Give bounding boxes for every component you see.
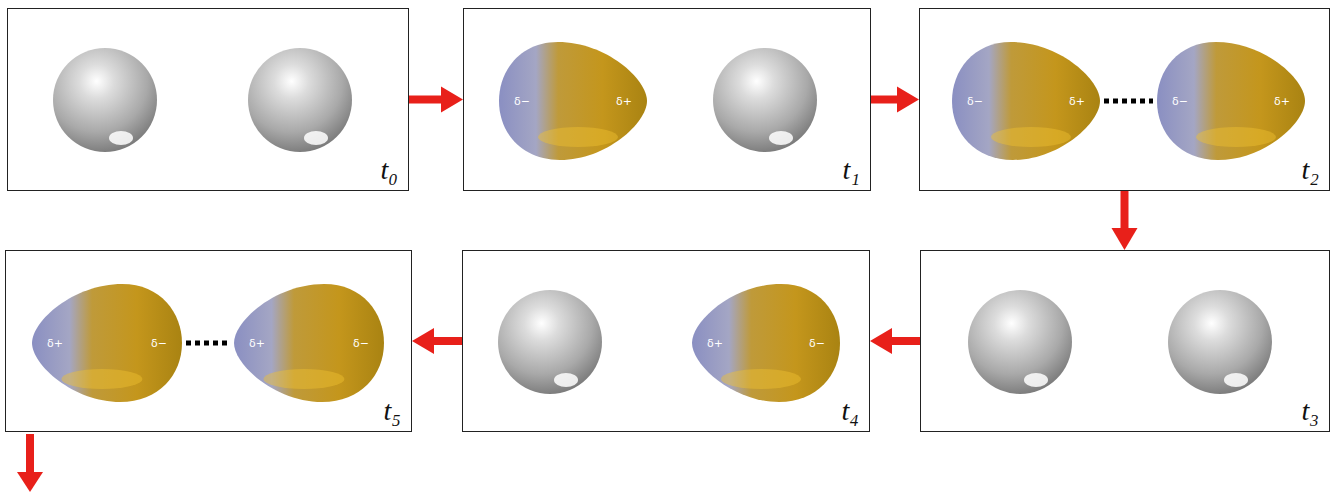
time-step-arrow [870, 328, 920, 354]
partial-charge: δ+ [707, 338, 723, 349]
dipole-attraction [1104, 101, 1153, 102]
neutral-atom [1168, 290, 1272, 394]
time-step-arrow [412, 328, 462, 354]
time-label: t₁ [842, 156, 860, 184]
partial-charge: δ− [514, 96, 530, 107]
time-label: t₀ [380, 156, 398, 184]
time-panel: t₂ δ− δ+ δ− δ+ [919, 8, 1330, 191]
partial-charge: δ− [809, 338, 825, 349]
time-panel: t₅ δ+ δ− δ+ δ− [5, 250, 412, 432]
partial-charge: δ− [967, 96, 983, 107]
partial-charge: δ− [151, 338, 167, 349]
neutral-atom [248, 48, 352, 152]
exit-arrow-shaft [26, 434, 34, 474]
atom-highlight [304, 131, 328, 145]
neutral-atom [53, 48, 157, 152]
dipole-atom: δ− δ+ [951, 41, 1101, 161]
neutral-atom [498, 290, 602, 394]
partial-charge: δ+ [1069, 96, 1085, 107]
exit-arrow-head [17, 472, 43, 492]
dipole-atom: δ− δ+ [498, 41, 648, 161]
atom-highlight [109, 131, 133, 145]
partial-charge: δ+ [616, 96, 632, 107]
dipole-atom: δ+ δ− [31, 283, 183, 403]
time-step-arrow [871, 87, 919, 113]
dipole-atom: δ+ δ− [233, 283, 385, 403]
time-panel: t₃ [920, 250, 1330, 432]
atom-highlight [554, 373, 578, 387]
dipole-atom: δ− δ+ [1156, 41, 1306, 161]
time-panel: t₁ δ− δ+ [463, 8, 871, 191]
time-step-arrow [409, 87, 463, 113]
partial-charge: δ+ [1274, 96, 1290, 107]
time-label: t₂ [1301, 156, 1319, 184]
partial-charge: δ− [353, 338, 369, 349]
partial-charge: δ+ [47, 338, 63, 349]
atom-highlight [769, 131, 793, 145]
time-label: t₄ [841, 397, 859, 425]
atom-highlight [1024, 373, 1048, 387]
time-label: t₃ [1301, 397, 1319, 425]
time-step-arrow [1112, 191, 1138, 250]
partial-charge: δ− [1172, 96, 1188, 107]
neutral-atom [968, 290, 1072, 394]
atom-highlight [1224, 373, 1248, 387]
time-panel: t₄ δ+ δ− [462, 250, 870, 432]
time-panel: t₀ [7, 8, 409, 191]
dipole-attraction [186, 343, 230, 344]
dipole-atom: δ+ δ− [691, 283, 841, 403]
time-label: t₅ [383, 397, 401, 425]
neutral-atom [713, 48, 817, 152]
partial-charge: δ+ [249, 338, 265, 349]
